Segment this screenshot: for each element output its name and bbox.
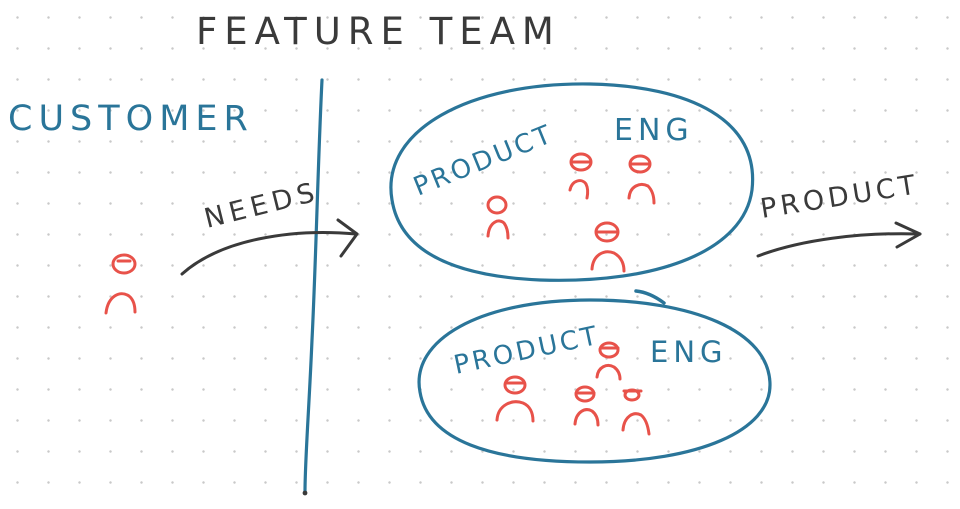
team-2-person-icon bbox=[595, 341, 622, 381]
needs-label: NEEDS bbox=[201, 176, 322, 234]
team-1-person-icon bbox=[627, 154, 656, 205]
team-1-person-icon bbox=[590, 221, 626, 273]
team-2-eng-label: ENG bbox=[650, 335, 728, 369]
team-2-person-icon bbox=[495, 375, 535, 423]
team-1-eng-label: ENG bbox=[614, 113, 694, 148]
team-1-ellipse bbox=[389, 82, 755, 282]
team-2-person-icon bbox=[621, 388, 651, 436]
customer-person-icon bbox=[104, 253, 137, 315]
divider-end-dot bbox=[302, 490, 308, 496]
product-arrow-icon bbox=[756, 232, 922, 258]
team-2-person-icon bbox=[573, 385, 600, 427]
team-2-ellipse bbox=[417, 298, 772, 464]
customer-label: CUSTOMER bbox=[8, 99, 254, 139]
title-text: FEATURE TEAM bbox=[196, 10, 561, 53]
needs-arrow-icon bbox=[180, 231, 358, 276]
customer-divider-line bbox=[303, 78, 324, 494]
team-1-product-label: PRODUCT bbox=[409, 119, 558, 202]
needs-arrowhead-icon bbox=[336, 218, 359, 258]
product-label: PRODUCT bbox=[758, 169, 921, 225]
team-2-product-label: PRODUCT bbox=[451, 321, 602, 381]
team-link bbox=[634, 289, 666, 305]
team-1-person-icon bbox=[486, 195, 510, 240]
product-arrowhead-icon bbox=[894, 221, 922, 249]
team-1-person-icon bbox=[568, 152, 593, 200]
